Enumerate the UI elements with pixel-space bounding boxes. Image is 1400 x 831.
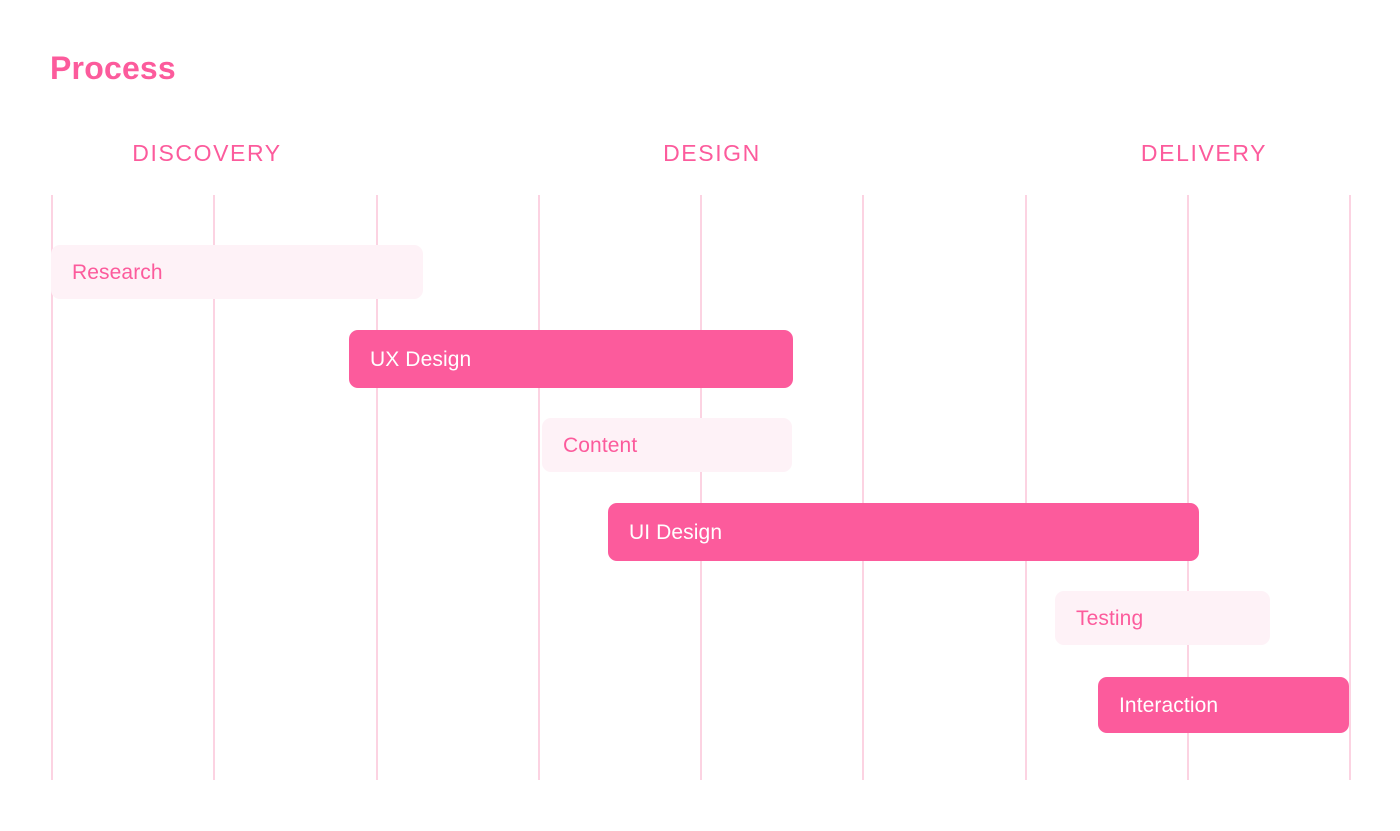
- task-bar-label: Testing: [1076, 606, 1144, 630]
- task-bar-testing[interactable]: Testing: [1055, 591, 1270, 645]
- task-bar-ux-design[interactable]: UX Design: [349, 330, 793, 388]
- gridline-5: [862, 195, 864, 780]
- task-bar-content[interactable]: Content: [542, 418, 792, 472]
- phase-header-design: DESIGN: [663, 140, 761, 166]
- task-bar-label: UI Design: [629, 520, 723, 544]
- page-title: Process: [50, 50, 176, 86]
- phase-header-discovery: DISCOVERY: [132, 140, 282, 166]
- task-bar-label: Research: [72, 260, 163, 284]
- task-bar-label: Interaction: [1119, 693, 1219, 717]
- task-bar-research[interactable]: Research: [51, 245, 423, 299]
- task-bar-interaction[interactable]: Interaction: [1098, 677, 1349, 733]
- task-bar-label: Content: [563, 433, 638, 457]
- task-bar-ui-design[interactable]: UI Design: [608, 503, 1199, 561]
- gridline-6: [1025, 195, 1027, 780]
- gridline-4: [700, 195, 702, 780]
- task-bar-label: UX Design: [370, 347, 472, 371]
- gridline-3: [538, 195, 540, 780]
- phase-header-delivery: DELIVERY: [1140, 140, 1268, 166]
- gridline-8: [1349, 195, 1351, 780]
